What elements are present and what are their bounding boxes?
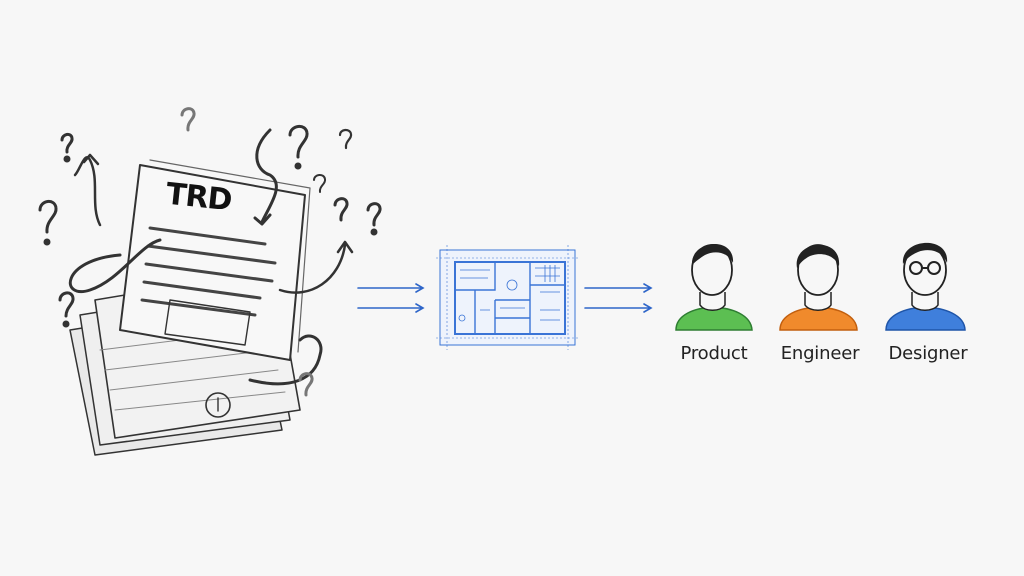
swirl-arrow-5: [248, 334, 323, 386]
page-front: [119, 164, 306, 361]
avatar-product-icon: [675, 244, 753, 331]
label-engineer: Engineer: [780, 343, 860, 364]
arrow-to-people-top: [584, 283, 653, 293]
label-designer: Designer: [888, 343, 968, 364]
arrow-to-people-bottom: [584, 303, 653, 313]
avatar-engineer-icon: [779, 244, 858, 331]
blueprint-sheet: [439, 249, 576, 346]
avatar-designer-icon: [885, 242, 966, 331]
swirl-arrow-3: [73, 156, 102, 227]
arrow-to-blueprint-bottom: [357, 303, 425, 313]
label-product: Product: [680, 343, 748, 364]
swirl-arrow-4: [278, 243, 347, 294]
seal-stamp: [205, 392, 231, 418]
arrow-to-blueprint-top: [357, 283, 425, 293]
question-marks: [38, 107, 382, 397]
swirl-arrow-1: [68, 238, 162, 294]
swirl-arrow-2: [255, 128, 278, 224]
page-text-lines: [140, 226, 277, 317]
